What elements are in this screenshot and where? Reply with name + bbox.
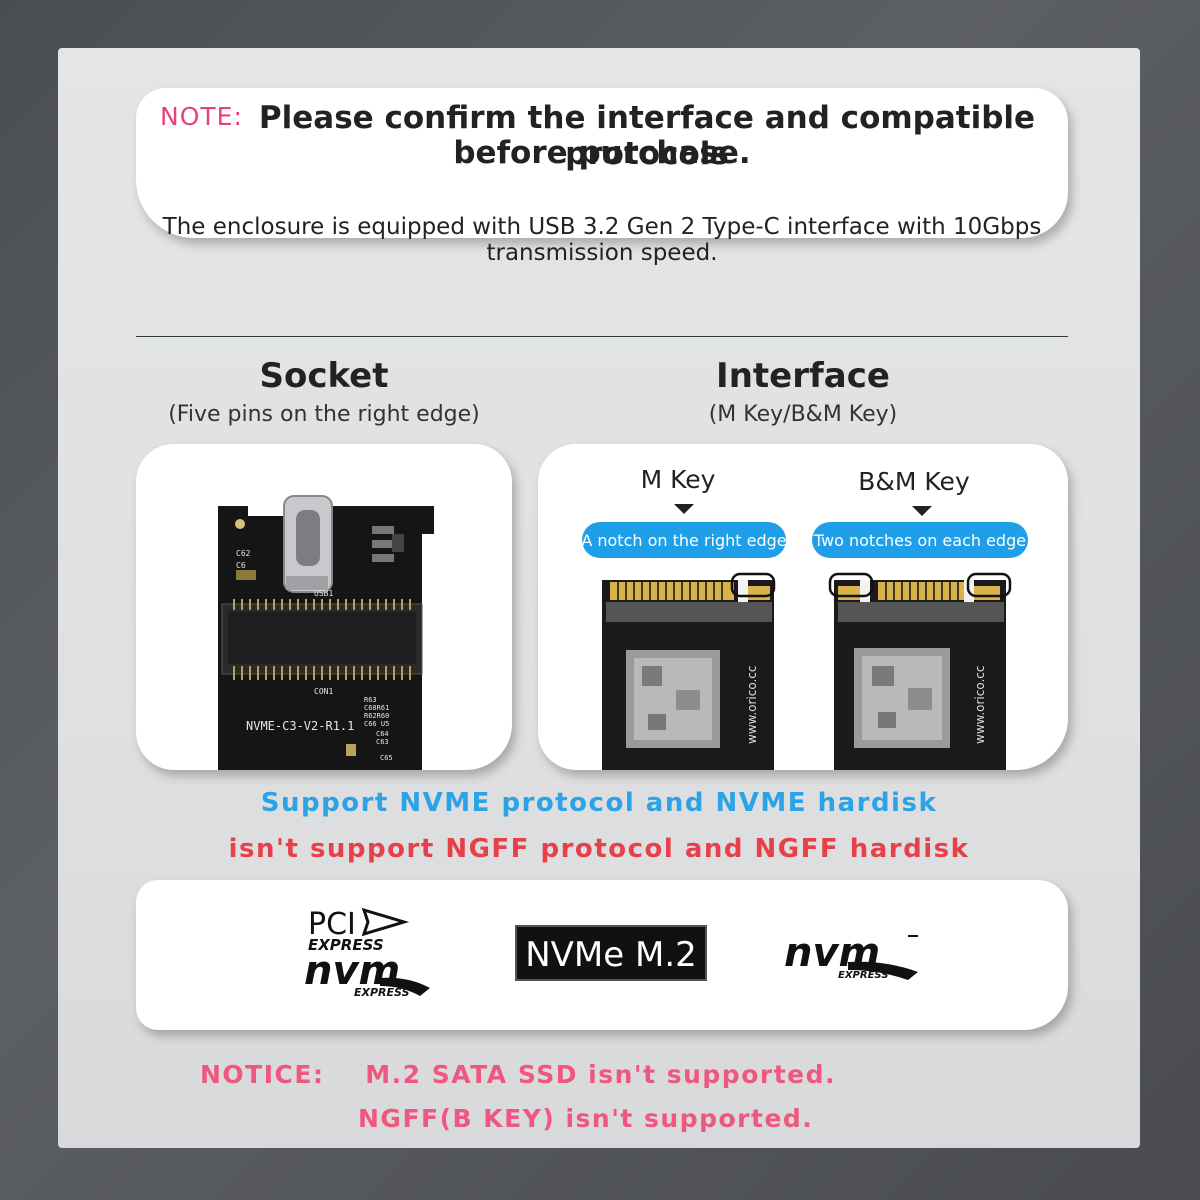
nvm-logo-text: nvm <box>304 948 400 994</box>
socket-photo-card: C62 C6 USB1 CON1 NVME-C3-V2-R1.1 R63 C68… <box>136 444 512 770</box>
note-detail-line2: transmission speed. <box>486 240 718 266</box>
info-panel: NOTE: Please confirm the interface and c… <box>58 48 1140 1148</box>
socket-board-image: C62 C6 USB1 CON1 NVME-C3-V2-R1.1 R63 C68… <box>218 495 434 770</box>
bmkey-arrow <box>912 506 932 516</box>
ssd-keys-image: M Key A notch on the right edge <box>581 465 1028 770</box>
note-label: NOTE: <box>160 102 243 131</box>
label-c6: C6 <box>236 561 246 570</box>
protocol-logos-card: PCI EXPRESS nvm EXPRESS NVMe M.2 nvm EXP… <box>136 880 1068 1030</box>
mkey-badge <box>582 522 786 558</box>
note-headline-cont: before purchase. <box>453 135 751 171</box>
smd-component <box>372 554 394 562</box>
interface-photo-card: M Key A notch on the right edge <box>538 444 1068 770</box>
label-r63: R63 <box>364 696 377 704</box>
smd-chip <box>392 534 404 552</box>
note-headline: Please confirm the interface and compati… <box>258 100 1036 172</box>
mkey-badge-text: A notch on the right edge <box>581 531 786 550</box>
mkey-brand: www.orico.cc <box>745 665 759 744</box>
nvm-express-logo: nvm EXPRESS <box>784 930 918 981</box>
support-nvme-text: Support NVME protocol and NVME hardisk <box>260 788 938 818</box>
no-ngff-support-text: isn't support NGFF protocol and NGFF har… <box>228 834 970 864</box>
label-r62r60: R62R60 <box>364 712 389 720</box>
bmkey-ssd: www.orico.cc <box>834 580 1006 770</box>
m2-connector-pins <box>233 599 411 680</box>
mkey-arrow <box>674 504 694 514</box>
smd-component <box>372 526 394 534</box>
socket-title: Socket <box>259 356 389 396</box>
notice-line1: NOTICE: M.2 SATA SSD isn't supported. <box>200 1060 836 1089</box>
usb-c-port-opening <box>296 510 320 566</box>
pci-logo-text: PCI <box>308 907 356 942</box>
note-card: NOTE: Please confirm the interface and c… <box>136 88 1068 266</box>
silkscreen-labels: C62 C6 USB1 CON1 NVME-C3-V2-R1.1 R63 C68… <box>236 549 393 762</box>
pci-express-text: EXPRESS <box>308 936 384 954</box>
section-divider <box>136 336 1068 337</box>
label-board-model: NVME-C3-V2-R1.1 <box>246 719 354 733</box>
mount-hole <box>235 519 245 529</box>
label-c68r61: C68R61 <box>364 704 389 712</box>
pci-chevron-icon <box>361 907 410 937</box>
notice-line2: NGFF(B KEY) isn't supported. <box>358 1104 814 1133</box>
mkey-notch-highlight <box>730 572 776 598</box>
mkey-label: M Key <box>641 465 716 494</box>
smd-component <box>372 540 394 548</box>
nvme-m2-text: NVMe M.2 <box>525 935 697 975</box>
nvm-express-text-2: EXPRESS <box>838 970 888 981</box>
usb-c-port-base <box>286 576 328 590</box>
smd-capacitor <box>236 570 256 580</box>
bmkey-badge-text: Two notches on each edge <box>813 531 1026 550</box>
bmkey-label: B&M Key <box>858 467 970 496</box>
pcie-nvm-express-logo: PCI EXPRESS nvm EXPRESS <box>304 907 430 999</box>
label-usb1: USB1 <box>314 589 333 598</box>
interface-title: Interface <box>716 356 890 396</box>
notice-label: NOTICE: <box>200 1060 325 1089</box>
nvm-swoosh-icon <box>380 977 430 996</box>
bmkey-notch-right-highlight <box>966 572 1012 598</box>
label-c63: C63 <box>376 738 389 746</box>
label-c66u5: C66 U5 <box>364 720 389 728</box>
bmkey-badge <box>812 522 1028 558</box>
bmkey-brand: www.orico.cc <box>973 665 987 744</box>
notice-sata-text: M.2 SATA SSD isn't supported. <box>365 1060 837 1089</box>
label-c65: C65 <box>380 754 393 762</box>
label-c64: C64 <box>376 730 389 738</box>
m2-connector-slot <box>228 612 416 664</box>
interface-subtitle: (M Key/B&M Key) <box>708 402 898 427</box>
mkey-ssd: www.orico.cc <box>602 580 774 770</box>
nvm-express-text: EXPRESS <box>354 986 410 999</box>
socket-subtitle: (Five pins on the right edge) <box>168 402 480 427</box>
smd-component <box>346 744 356 756</box>
label-con1: CON1 <box>314 687 333 696</box>
bmkey-notch-left-highlight <box>828 572 874 598</box>
label-c62: C62 <box>236 549 251 558</box>
protocol-logos: PCI EXPRESS nvm EXPRESS NVMe M.2 nvm EXP… <box>304 907 918 999</box>
nvme-m2-badge <box>515 925 707 981</box>
nvm-swoosh-icon-2 <box>848 961 918 980</box>
note-detail: The enclosure is equipped with USB 3.2 G… <box>146 214 1058 266</box>
note-detail-line1: The enclosure is equipped with USB 3.2 G… <box>162 214 1042 240</box>
